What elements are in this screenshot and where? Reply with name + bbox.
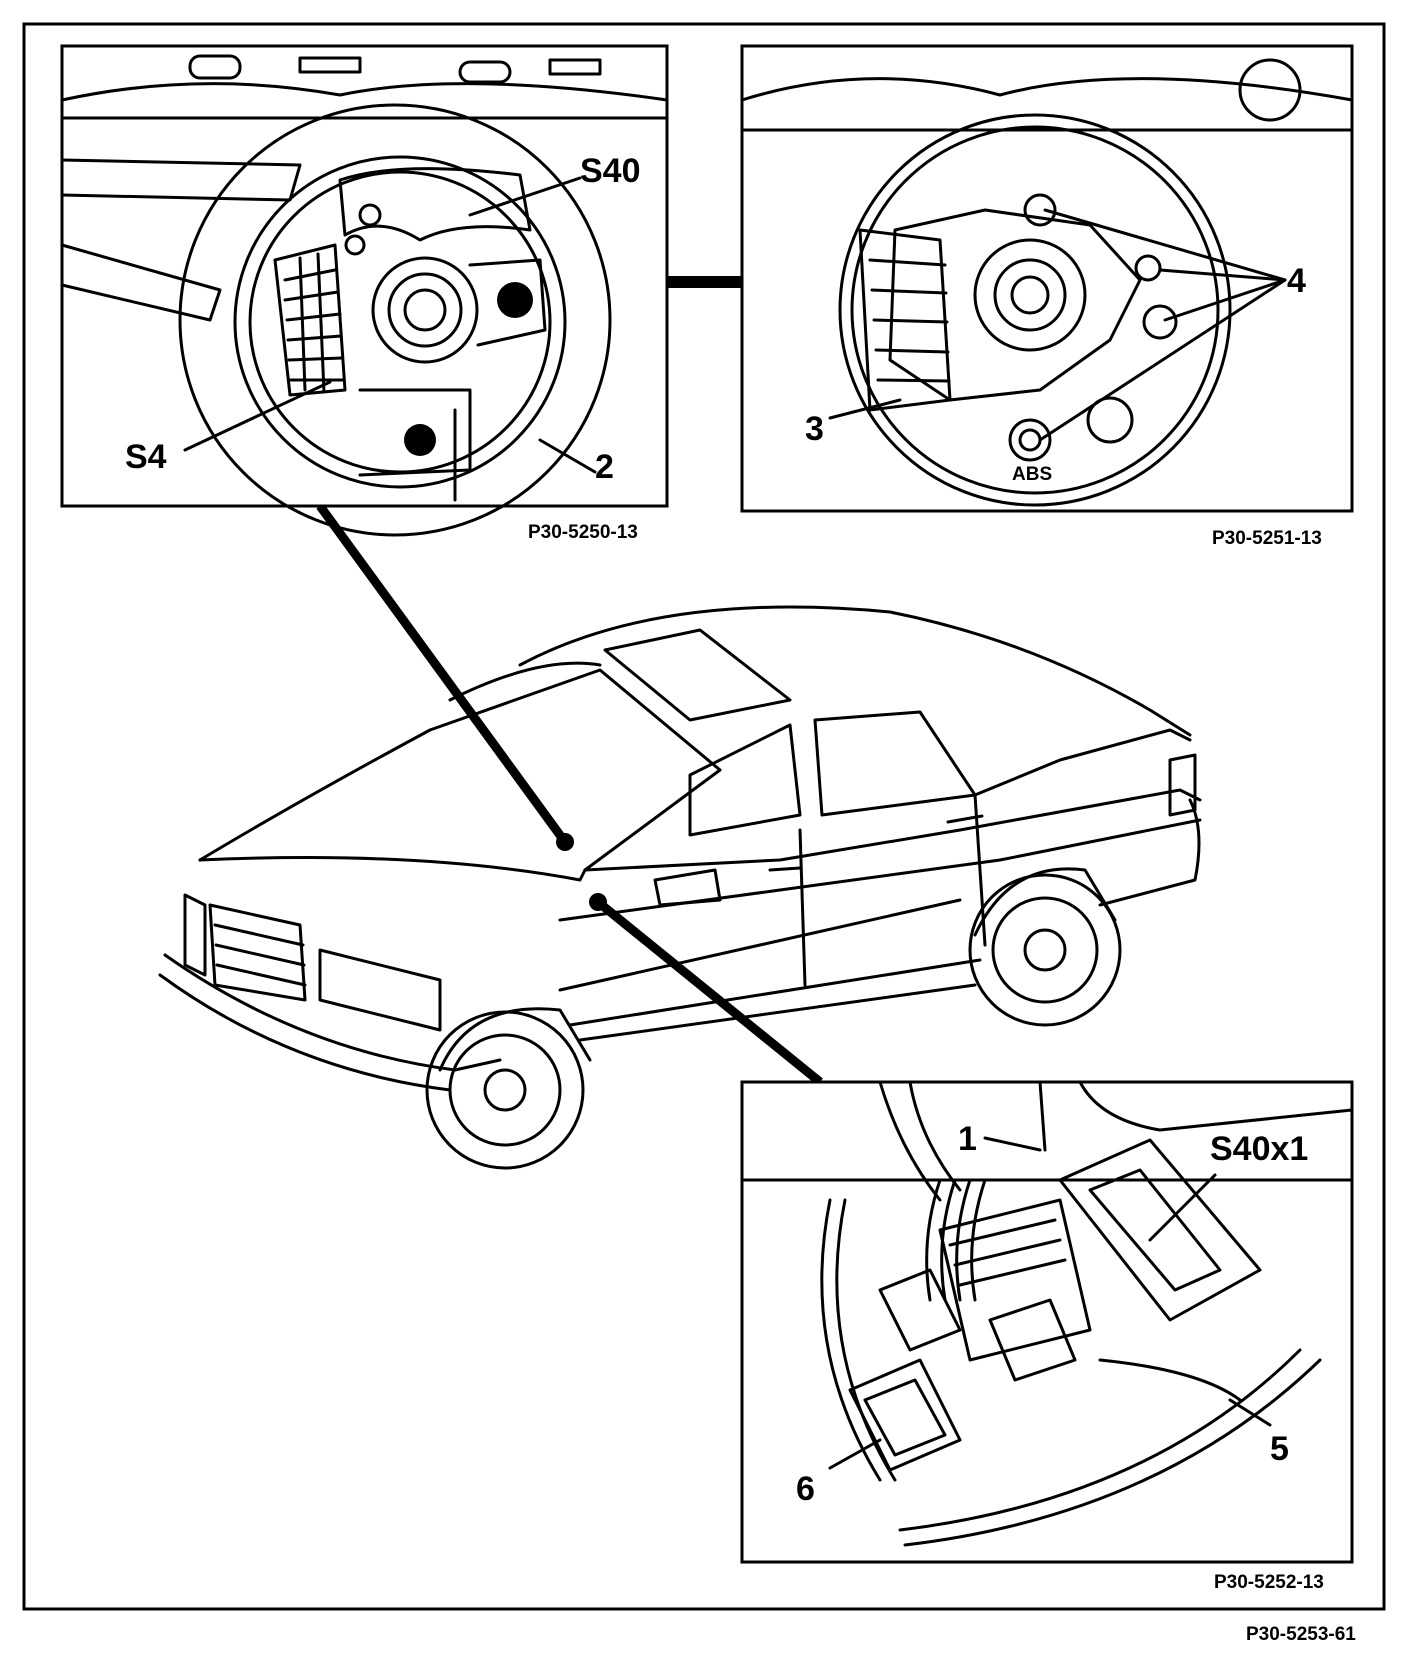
label-6: 6 [796, 1470, 815, 1508]
figure-id: P30-5253-61 [1246, 1624, 1356, 1645]
detail-frame-bottom-right [740, 1080, 1354, 1564]
ref-top-right: P30-5251-13 [1212, 528, 1322, 549]
detail-frame-top-left [60, 44, 669, 508]
label-4: 4 [1287, 262, 1306, 300]
label-s4: S4 [125, 438, 167, 476]
detail-connector: 1 S40x1 5 6 [740, 1080, 1354, 1564]
outer-frame [22, 22, 1386, 1611]
ref-top-left: P30-5250-13 [528, 522, 638, 543]
marker-steering-column [556, 833, 574, 851]
detail-steering-column-right: 4 3 ABS [740, 44, 1354, 513]
label-abs: ABS [1012, 464, 1052, 485]
car-illustration [158, 605, 1202, 1170]
label-s40x1: S40x1 [1210, 1130, 1308, 1168]
detail-steering-column-left: S40 S4 2 [60, 44, 669, 537]
ref-bottom-right: P30-5252-13 [1214, 1572, 1324, 1593]
label-3: 3 [805, 410, 824, 448]
label-5: 5 [1270, 1430, 1289, 1468]
label-s40: S40 [580, 152, 641, 190]
leader-lines [316, 276, 823, 1086]
label-2: 2 [595, 448, 614, 486]
marker-connector [589, 893, 607, 911]
label-1: 1 [958, 1120, 977, 1158]
